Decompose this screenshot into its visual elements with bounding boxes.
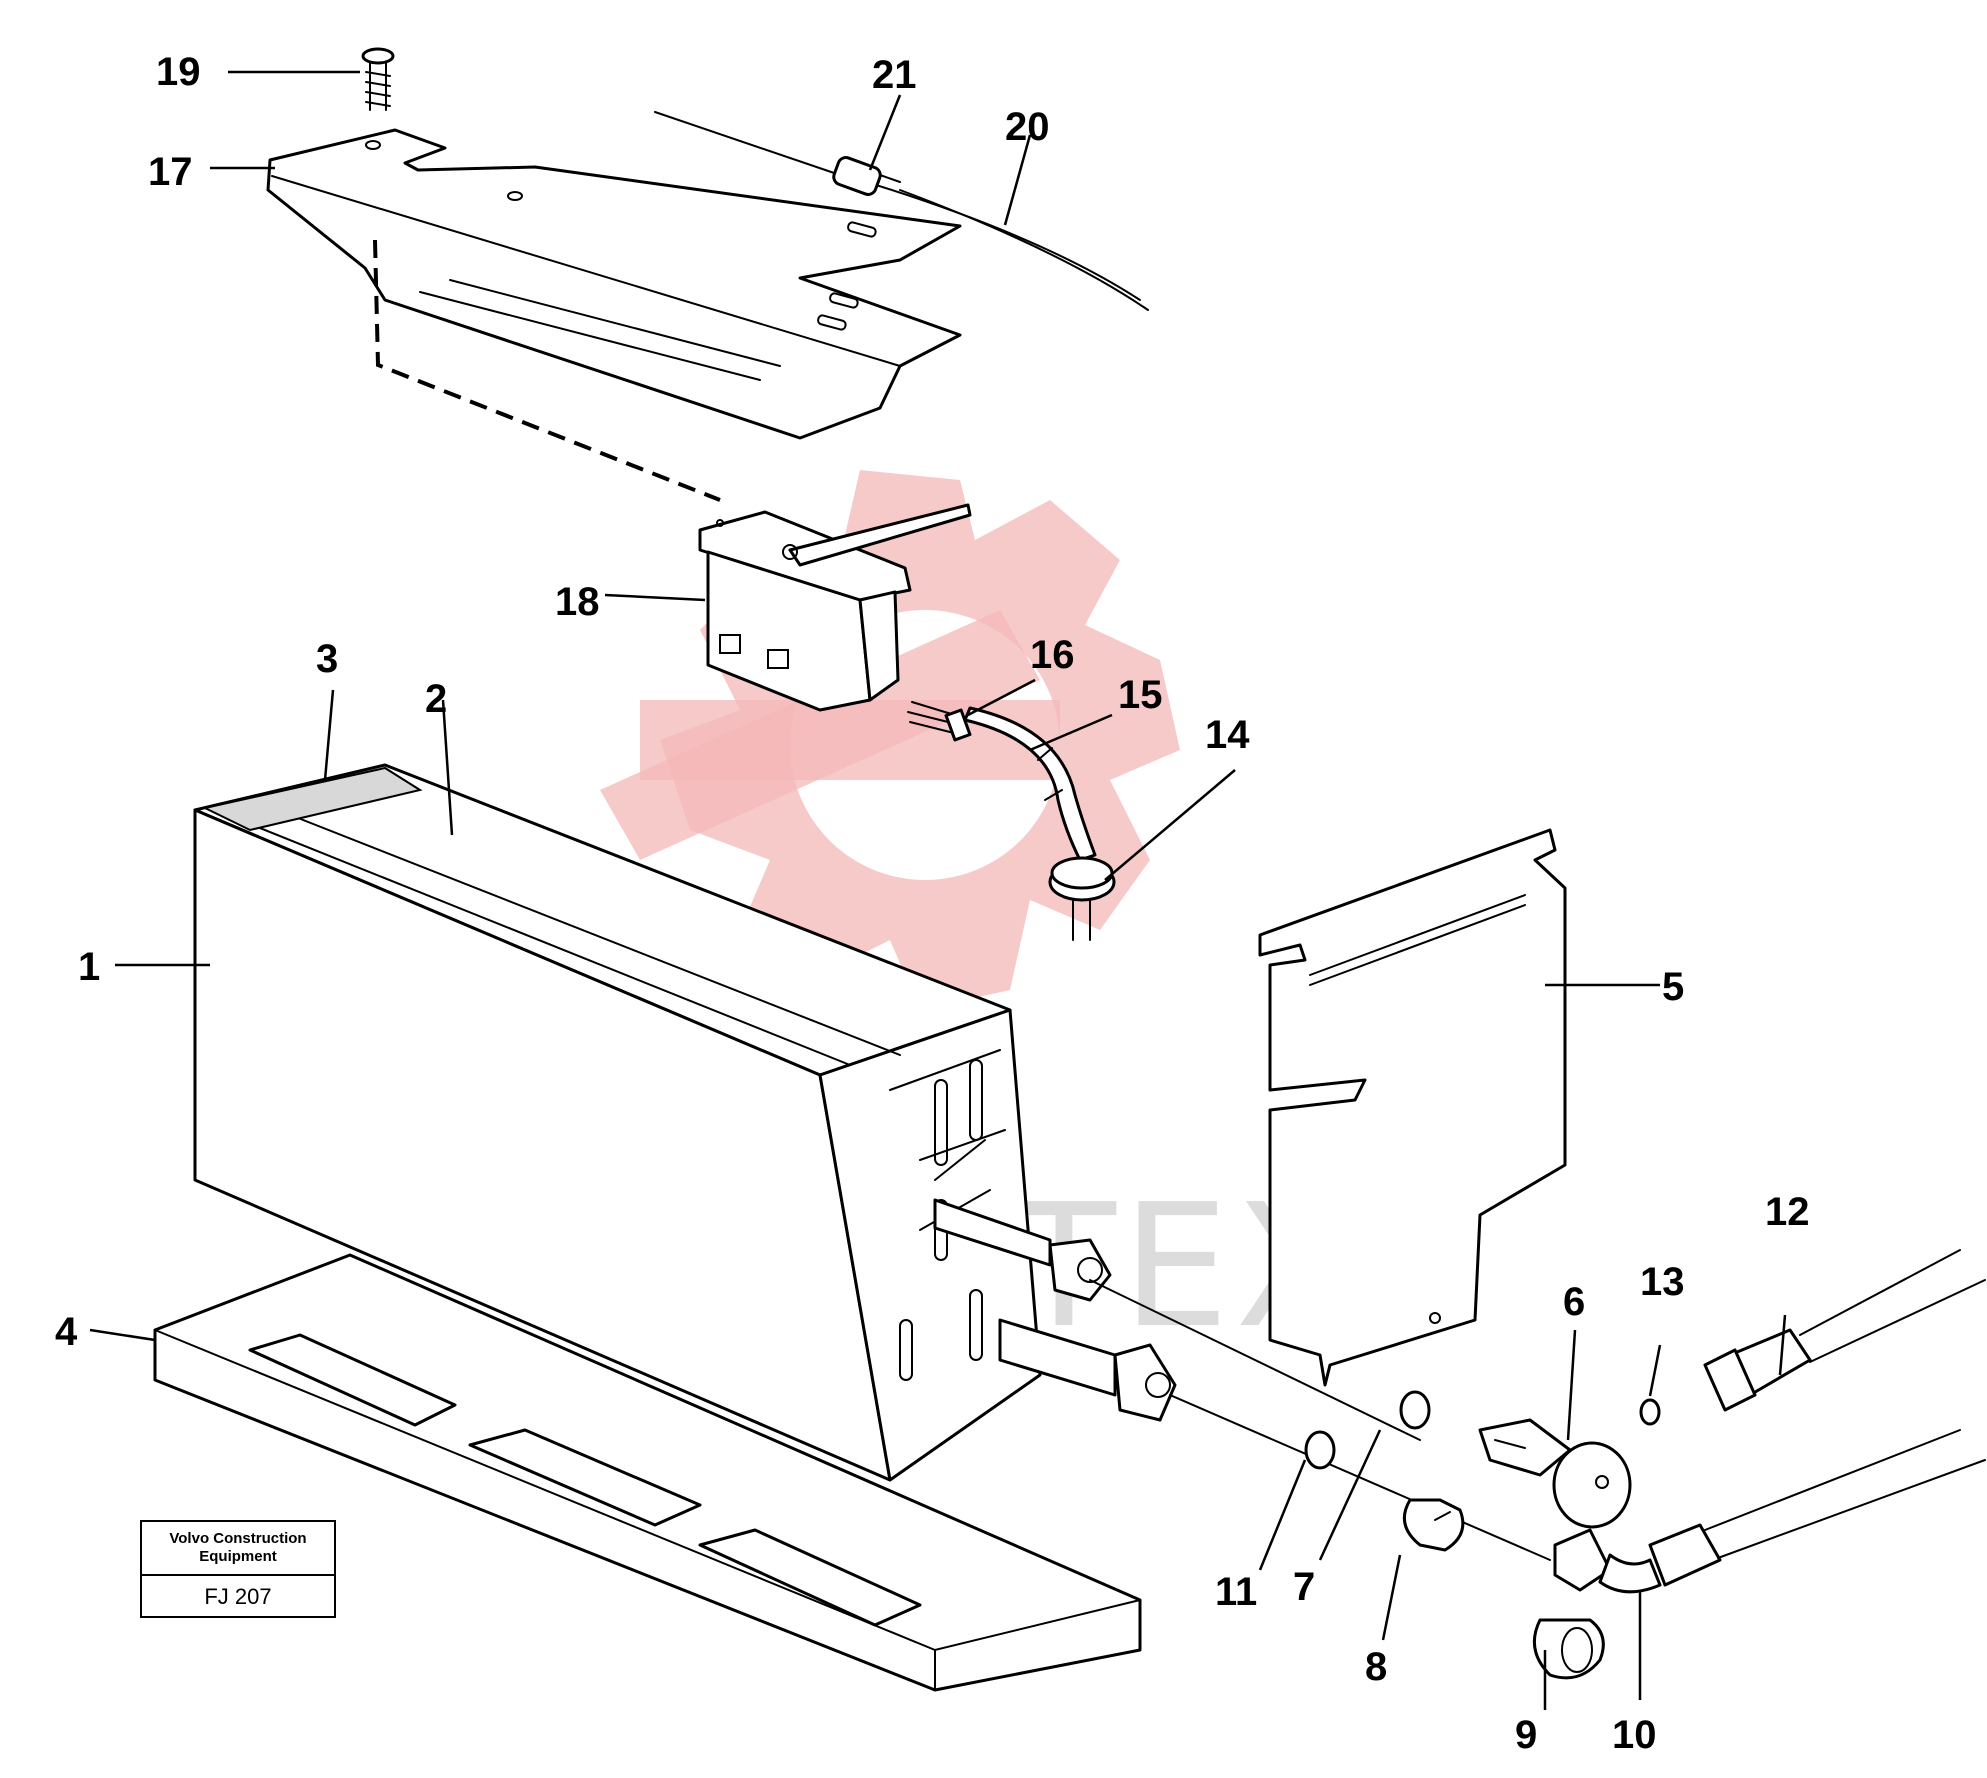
part-15-capillary-tube [963,706,1097,862]
callout-20: 20 [1005,105,1050,149]
part-9-clip [1532,1618,1605,1680]
part-10-hose [1553,1429,1986,1594]
part-21-cable-clip [832,156,901,196]
part-8-clip [1402,1498,1465,1552]
callout-leader-lines [89,70,1787,1710]
alignment-dashed-line [373,239,721,502]
callout-18: 18 [555,580,600,624]
part-17-bracket [266,128,962,440]
callout-3: 3 [316,637,338,681]
part-4-tray [153,1253,1142,1692]
part-6-valve [1478,1418,1632,1529]
callout-14: 14 [1205,713,1250,757]
pipe-lower-outlet [998,1318,1177,1422]
callout-6: 6 [1563,1280,1585,1324]
pipe-upper-outlet [933,1198,1112,1302]
part-14-grommet [1048,856,1116,941]
part-1-heater-box [193,763,1042,1482]
part-5-cover-plate [1258,828,1567,1387]
callout-13: 13 [1640,1260,1685,1304]
part-13-washer [1639,1398,1661,1426]
callout-11: 11 [1215,1570,1257,1614]
callout-8: 8 [1365,1645,1387,1689]
stamp-line-2: Equipment [199,1548,277,1565]
part-20-cable [654,111,1149,311]
manufacturer-stamp: Volvo Construction Equipment FJ 207 [140,1520,336,1618]
callout-4: 4 [55,1310,78,1354]
part-19-screw [361,47,395,111]
stamp-code: FJ 207 [204,1584,272,1609]
callout-1: 1 [78,945,100,989]
part-12-hose [1703,1249,1986,1412]
part-11-washer [1304,1430,1336,1470]
callout-16: 16 [1030,633,1075,677]
part-16-wire-tie [907,701,972,742]
part-18-thermostat [698,503,972,712]
callout-5: 5 [1662,965,1684,1009]
callout-19: 19 [156,50,201,94]
callout-2: 2 [425,677,447,721]
callout-21: 21 [872,53,917,97]
stamp-line-1: Volvo Construction [169,1530,307,1547]
callout-15: 15 [1118,673,1163,717]
stamp-manufacturer: Volvo Construction Equipment [142,1522,334,1576]
part-7-washer [1399,1390,1431,1430]
callout-9: 9 [1515,1713,1537,1757]
assembly-axis-lines [1089,1279,1551,1561]
callout-12: 12 [1765,1190,1810,1234]
callout-17: 17 [148,150,193,194]
callout-10: 10 [1612,1713,1657,1757]
callout-7: 7 [1293,1565,1315,1609]
